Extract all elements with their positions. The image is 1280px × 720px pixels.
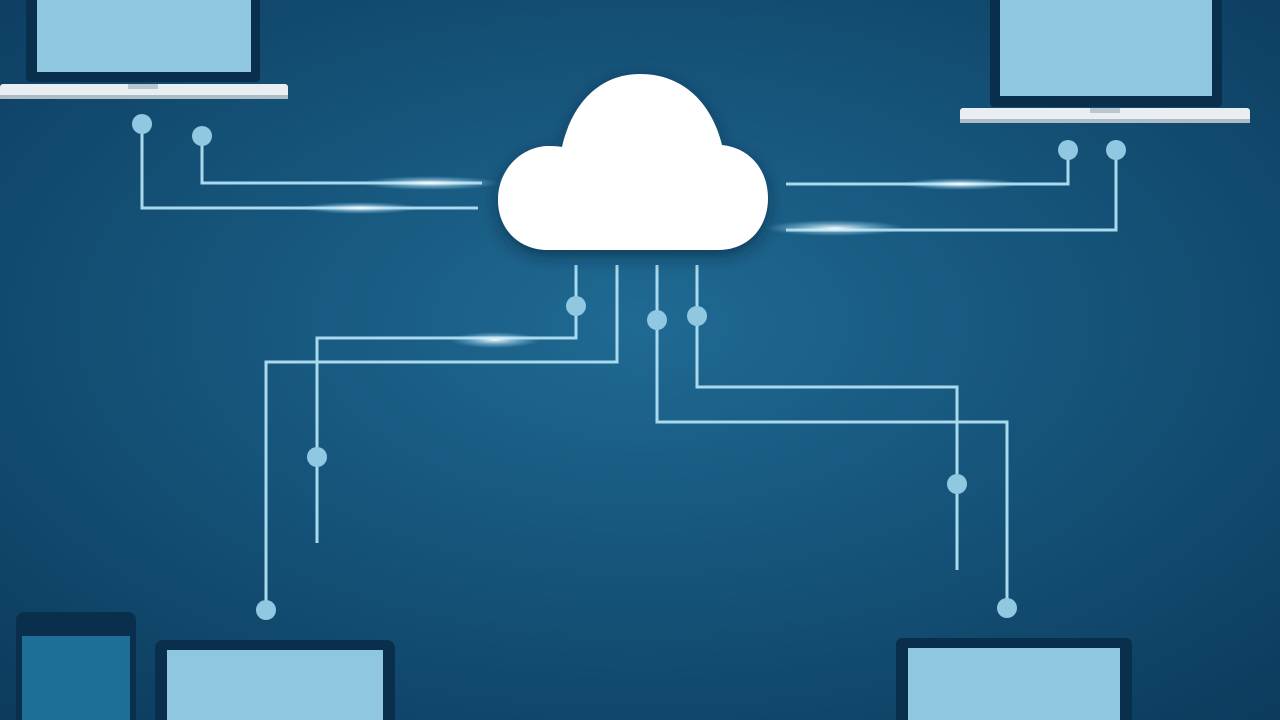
light-streak [765, 220, 905, 236]
junction-node [566, 296, 586, 316]
smartphone-icon [16, 612, 136, 720]
edge-cloud-tablet-bottom-right-1 [655, 265, 1009, 608]
junction-nodes [132, 114, 1126, 620]
edge-cloud-tablet-bottom-left [264, 265, 619, 610]
junction-node [997, 598, 1017, 618]
light-streak [300, 202, 420, 214]
junction-node [1106, 140, 1126, 160]
junction-node [1058, 140, 1078, 160]
light-streak [900, 178, 1020, 190]
junction-node [947, 474, 967, 494]
junction-node [687, 306, 707, 326]
junction-node [256, 600, 276, 620]
cloud-icon [498, 74, 768, 250]
laptop-icon [0, 0, 288, 99]
junction-node [132, 114, 152, 134]
laptop-icon [960, 0, 1250, 123]
laptop-base-shadow [0, 95, 288, 99]
laptop-base-shadow [960, 119, 1250, 123]
tablet-icon [896, 638, 1132, 720]
tablet-icon [155, 640, 395, 720]
junction-node [647, 310, 667, 330]
light-streak [360, 176, 500, 190]
light-streaks [300, 176, 1020, 348]
light-streak [450, 332, 540, 348]
edge-laptop-top-right-1 [786, 150, 1070, 186]
tablet-screen [167, 650, 383, 720]
junction-node [192, 126, 212, 146]
laptop-screen [1000, 0, 1212, 96]
laptop-notch [128, 84, 158, 89]
laptop-notch [1090, 108, 1120, 113]
junction-node [307, 447, 327, 467]
tablet-screen [908, 648, 1120, 720]
laptop-screen [37, 0, 251, 72]
phone-screen [22, 636, 130, 720]
